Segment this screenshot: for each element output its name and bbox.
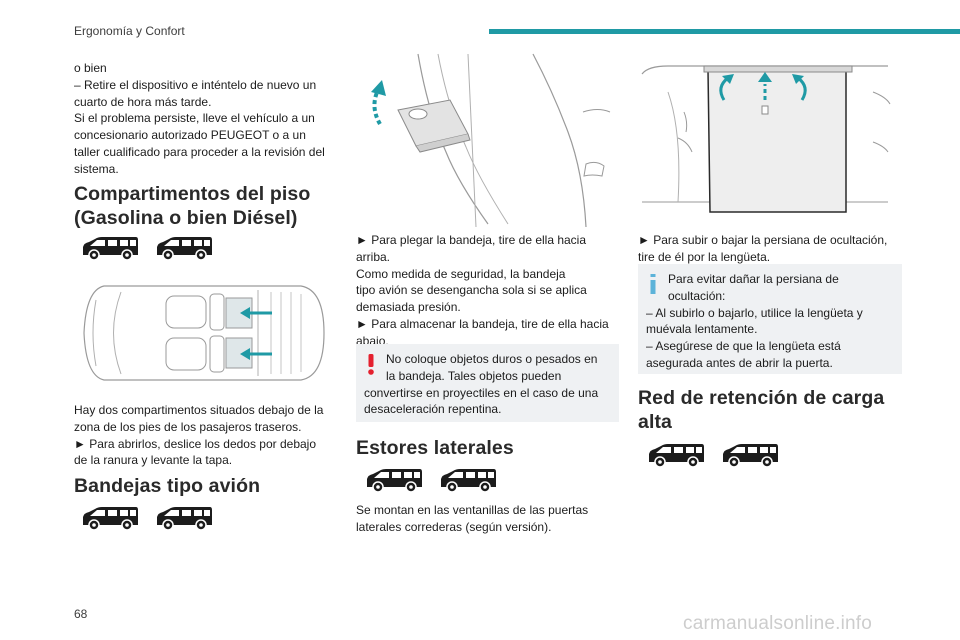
chapter-title: Ergonomía y Confort: [74, 24, 185, 38]
info-line: muévala lentamente.: [646, 322, 758, 337]
intro-line: taller cualificado para proceder a la re…: [74, 144, 325, 159]
vehicle-versions: [80, 234, 214, 262]
warning-line: la bandeja. Tales objetos pueden: [386, 368, 562, 383]
sunblind-text: ► Para subir o bajar la persiana de ocul…: [638, 232, 902, 266]
heading-line: (Gasolina o bien Diésel): [74, 207, 298, 229]
tray-table-illustration: [371, 53, 611, 227]
van-long-icon: [438, 466, 498, 494]
vehicle-versions: [80, 504, 214, 532]
heading-line: alta: [638, 411, 673, 433]
floor-compartments-text: Hay dos compartimentos situados debajo d…: [74, 402, 334, 469]
intro-line: cuarto de hora más tarde.: [74, 94, 212, 109]
warning-line: desaceleración repentina.: [364, 402, 502, 417]
info-note: Para evitar dañar la persiana de ocultac…: [638, 264, 902, 374]
side-blinds-heading: Estores laterales: [356, 437, 514, 459]
cargo-net-heading: Red de retención de carga alta: [638, 386, 904, 434]
van-short-icon: [80, 504, 140, 532]
sunblind-line: tire de él por la lengüeta.: [638, 249, 771, 264]
tray-line: demasiada presión.: [356, 300, 461, 315]
intro-line: sistema.: [74, 161, 119, 176]
tray-line: tipo avión se desengancha sola si se apl…: [356, 283, 587, 298]
side-blinds-text: Se montan en las ventanillas de las puer…: [356, 502, 622, 536]
vehicle-versions: [646, 441, 780, 469]
floor-line: de la ranura y levante la tapa.: [74, 453, 233, 468]
vehicle-versions: [364, 466, 498, 494]
info-line: – Al subirlo o bajarlo, utilice la lengü…: [646, 305, 863, 320]
floor-compartment-illustration: [83, 285, 325, 381]
tray-line: arriba.: [356, 249, 391, 264]
warning-line: No coloque objetos duros o pesados en: [386, 352, 598, 366]
tray-line: Como medida de seguridad, la bandeja: [356, 266, 566, 281]
info-line: asegurada antes de abrir la puerta.: [646, 355, 833, 370]
van-long-icon: [720, 441, 780, 469]
sunblind-illustration: [641, 65, 891, 213]
intro-text: o bien – Retire el dispositivo e inténte…: [74, 60, 334, 178]
heading-line: Compartimentos del piso: [74, 183, 311, 205]
tray-line: ► Para almacenar la bandeja, tire de ell…: [356, 316, 609, 331]
floor-line: Hay dos compartimentos situados debajo d…: [74, 403, 324, 417]
van-short-icon: [80, 234, 140, 262]
info-line: – Asegúrese de que la lengüeta está: [646, 339, 841, 354]
watermark: carmanualsonline.info: [683, 613, 873, 634]
page-number: 68: [74, 607, 88, 621]
heading-line: Red de retención de carga: [638, 387, 885, 409]
tray-tables-text: ► Para plegar la bandeja, tire de ella h…: [356, 232, 622, 350]
warning-icon: [368, 354, 374, 375]
floor-compartments-heading: Compartimentos del piso (Gasolina o bien…: [74, 182, 334, 230]
blinds-line: Se montan en las ventanillas de las puer…: [356, 503, 589, 517]
sunblind-line: ► Para subir o bajar la persiana de ocul…: [638, 233, 888, 247]
intro-line: o bien: [74, 61, 107, 75]
blinds-line: laterales correderas (según versión).: [356, 519, 552, 534]
intro-line: concesionario autorizado PEUGEOT o a un: [74, 128, 306, 143]
info-icon: [650, 274, 656, 294]
floor-line: ► Para abrirlos, deslice los dedos por d…: [74, 436, 317, 451]
floor-line: zona de los pies de los pasajeros traser…: [74, 419, 302, 434]
van-short-icon: [364, 466, 424, 494]
tray-line: ► Para plegar la bandeja, tire de ella h…: [356, 233, 587, 247]
chapter-accent-bar: [489, 29, 960, 34]
info-line: Para evitar dañar la persiana de: [668, 272, 839, 286]
van-short-icon: [646, 441, 706, 469]
van-long-icon: [154, 504, 214, 532]
intro-line: – Retire el dispositivo e inténtelo de n…: [74, 77, 317, 92]
intro-line: Si el problema persiste, lleve el vehícu…: [74, 111, 315, 126]
warning-note: No coloque objetos duros o pesados en la…: [356, 344, 619, 422]
tray-tables-heading: Bandejas tipo avión: [74, 475, 261, 497]
info-line: ocultación:: [668, 288, 726, 303]
van-long-icon: [154, 234, 214, 262]
warning-line: convertirse en proyectiles en el caso de…: [364, 385, 599, 400]
